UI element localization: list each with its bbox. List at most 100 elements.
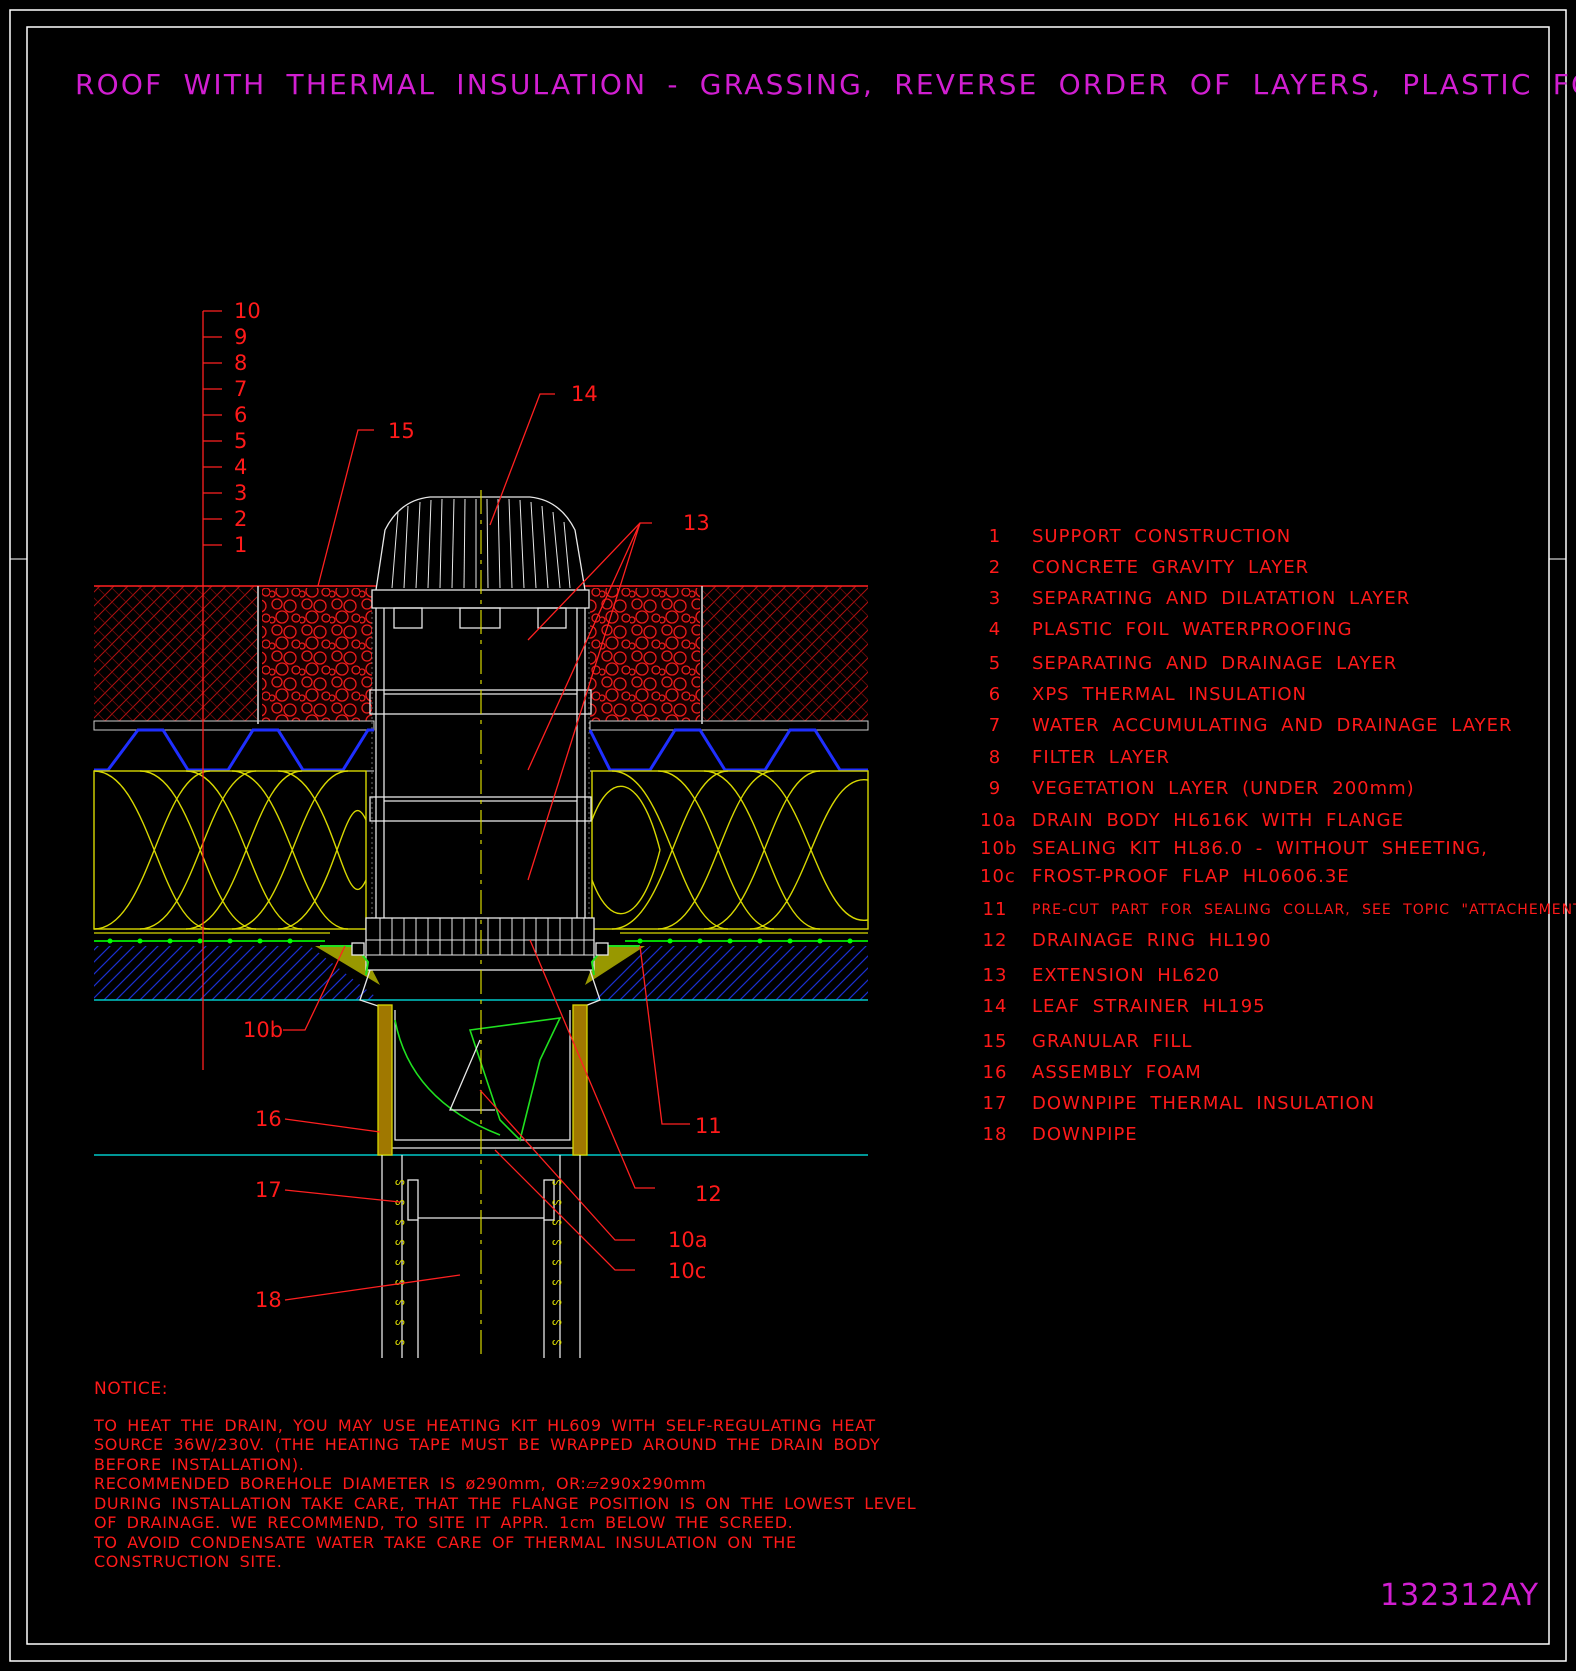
frost-proof-flap — [468, 1017, 562, 1142]
legend-text: VEGETATION LAYER (UNDER 200mm) — [1032, 778, 1415, 799]
notice-block: NOTICE: TO HEAT THE DRAIN, YOU MAY USE H… — [94, 1379, 917, 1572]
legend-text: DOWNPIPE — [1032, 1124, 1138, 1145]
legend-text: DRAIN BODY HL616K WITH FLANGE — [1032, 810, 1404, 831]
scale-label-5: 5 — [234, 429, 248, 453]
legend-text: SEALING KIT HL86.0 - WITHOUT SHEETING, — [1032, 838, 1488, 859]
legend-num: 1 — [988, 526, 1002, 547]
legend-text: XPS THERMAL INSULATION — [1032, 684, 1308, 705]
legend-text: CONCRETE GRAVITY LAYER — [1032, 557, 1310, 578]
callout-17: 17 — [255, 1178, 282, 1202]
legend-num: 4 — [988, 619, 1002, 640]
legend-num: 15 — [982, 1031, 1008, 1052]
scale-label-7: 7 — [234, 377, 248, 401]
svg-text:ᔕ: ᔕ — [552, 1275, 562, 1288]
svg-text:ᔕ: ᔕ — [552, 1195, 562, 1208]
legend-num: 17 — [982, 1093, 1008, 1114]
callout-10b: 10b — [243, 1018, 284, 1042]
drain-body — [359, 969, 601, 1149]
outer-frame — [9, 9, 1567, 1662]
svg-text:ᔕ: ᔕ — [395, 1335, 405, 1348]
scale-label-1: 1 — [234, 533, 248, 557]
callout-18: 18 — [255, 1288, 282, 1312]
svg-text:ᔕ: ᔕ — [552, 1215, 562, 1228]
callout-11: 11 — [695, 1114, 722, 1138]
legend-text: EXTENSION HL620 — [1032, 965, 1221, 986]
granular-fill-right — [590, 588, 700, 721]
notice-line: DURING INSTALLATION TAKE CARE, THAT THE … — [94, 1493, 917, 1513]
granular-fill-left — [262, 588, 372, 721]
legend-text: GRANULAR FILL — [1032, 1031, 1193, 1052]
svg-text:ᔕ: ᔕ — [395, 1255, 405, 1268]
callout-16: 16 — [255, 1107, 282, 1131]
legend-text: DOWNPIPE THERMAL INSULATION — [1032, 1093, 1376, 1114]
legend-num: 14 — [982, 996, 1008, 1017]
assembly-foam-right — [572, 1004, 588, 1156]
legend-num: 10b — [980, 838, 1018, 859]
svg-text:ᔕ: ᔕ — [395, 1315, 405, 1328]
legend-text: DRAINAGE RING HL190 — [1032, 930, 1272, 951]
downpipe — [381, 1155, 581, 1358]
scale-label-9: 9 — [234, 325, 248, 349]
notice-line: BEFORE INSTALLATION). — [94, 1454, 305, 1474]
notice-line: RECOMMENDED BOREHOLE DIAMETER IS ø290mm,… — [94, 1474, 707, 1493]
notice-line: SOURCE 36W/230V. (THE HEATING TAPE MUST … — [94, 1435, 881, 1454]
svg-text:ᔕ: ᔕ — [552, 1235, 562, 1248]
legend-num: 8 — [988, 747, 1002, 768]
legend-num: 13 — [982, 965, 1008, 986]
assembly-foam-left — [377, 1004, 393, 1156]
svg-text:ᔕ: ᔕ — [552, 1175, 562, 1188]
callout-14: 14 — [571, 382, 598, 406]
callout-10c: 10c — [668, 1259, 707, 1283]
notice-line: TO AVOID CONDENSATE WATER TAKE CARE OF T… — [94, 1532, 797, 1552]
callout-12: 12 — [695, 1182, 722, 1206]
notice-heading: NOTICE: — [94, 1379, 169, 1399]
layer-scale — [202, 310, 222, 1070]
legend-num: 10a — [980, 810, 1017, 831]
legend-num: 18 — [982, 1124, 1008, 1145]
svg-text:ᔕ: ᔕ — [395, 1295, 405, 1308]
legend-text: WATER ACCUMULATING AND DRAINAGE LAYER — [1032, 715, 1513, 736]
scale-label-6: 6 — [234, 403, 248, 427]
legend-num: 11 — [982, 899, 1008, 920]
scale-label-2: 2 — [234, 507, 248, 531]
legend-num: 9 — [988, 778, 1002, 799]
notice-line: OF DRAINAGE. WE RECOMMEND, TO SITE IT AP… — [94, 1513, 794, 1532]
drawing-code: 132312AY — [1380, 1578, 1540, 1613]
legend-num: 12 — [982, 930, 1008, 951]
legend-num: 3 — [988, 588, 1002, 609]
scale-label-8: 8 — [234, 351, 248, 375]
drawing-title: ROOF WITH THERMAL INSULATION - GRASSING,… — [75, 68, 1576, 101]
drainage-layer-left — [94, 728, 374, 772]
legend-text: PLASTIC FOIL WATERPROOFING — [1032, 619, 1353, 640]
leader-lines — [283, 393, 690, 1301]
svg-text:ᔕ: ᔕ — [552, 1335, 562, 1348]
drainage-layer-right — [588, 728, 868, 772]
inner-frame — [26, 26, 1550, 1645]
legend-num: 10c — [980, 866, 1016, 887]
callout-10a: 10a — [668, 1228, 708, 1252]
xps-insulation — [93, 770, 869, 930]
legend-num: 6 — [988, 684, 1002, 705]
legend-num: 5 — [988, 653, 1002, 674]
scale-label-3: 3 — [234, 481, 248, 505]
svg-text:ᔕ: ᔕ — [395, 1235, 405, 1248]
legend-text: SEPARATING AND DRAINAGE LAYER — [1032, 653, 1398, 674]
support-construction — [94, 946, 380, 1000]
callout-15: 15 — [388, 419, 415, 443]
svg-text:ᔕ: ᔕ — [552, 1255, 562, 1268]
legend-text: LEAF STRAINER HL195 — [1032, 996, 1266, 1017]
legend-text: FILTER LAYER — [1032, 747, 1171, 768]
svg-text:ᔕ: ᔕ — [395, 1215, 405, 1228]
legend-num: 2 — [988, 557, 1002, 578]
legend-text: ASSEMBLY FOAM — [1032, 1062, 1202, 1083]
legend-num: 16 — [982, 1062, 1008, 1083]
svg-text:ᔕ: ᔕ — [395, 1175, 405, 1188]
plastic-foil-waterproofing — [94, 932, 868, 944]
callout-13: 13 — [683, 511, 710, 535]
legend-text: SUPPORT CONSTRUCTION — [1032, 526, 1292, 547]
scale-label-4: 4 — [234, 455, 248, 479]
scale-label-10: 10 — [234, 299, 261, 323]
